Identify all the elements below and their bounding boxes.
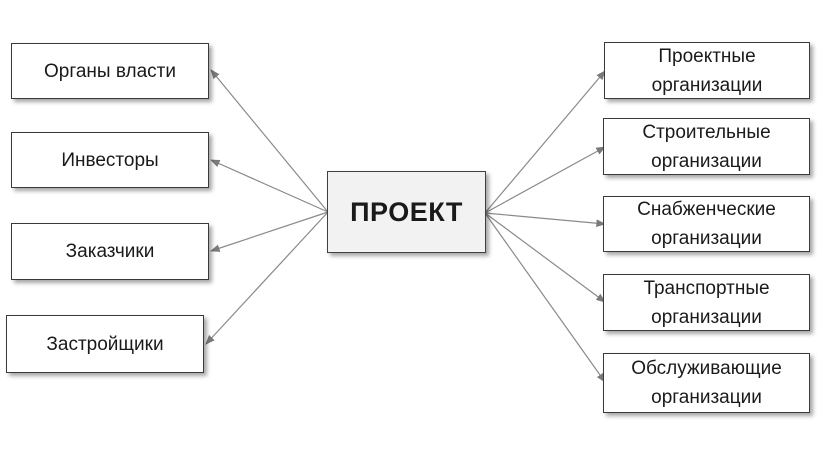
center-node-project: ПРОЕКТ — [327, 171, 486, 253]
node-zakazchiki: Заказчики — [11, 223, 209, 280]
node-organy-vlasti: Органы власти — [11, 43, 209, 99]
arrow-to-snabzhencheskie — [484, 212, 606, 228]
node-label: Инвесторы — [61, 149, 159, 171]
node-transportnye-organizatsii: Транспортные организации — [603, 274, 810, 331]
node-label-line2: организации — [651, 228, 762, 249]
node-label-line2: организации — [651, 150, 762, 172]
arrow-to-zakazchiki — [210, 211, 329, 252]
node-label: Застройщики — [46, 333, 164, 355]
node-label-line1: Транспортные — [643, 277, 770, 299]
arrow-to-stroitelnye — [484, 146, 606, 214]
arrow-to-organy-vlasti — [210, 69, 329, 213]
node-label-line1: Обслуживающие — [631, 358, 782, 379]
node-label-line2: организации — [651, 74, 763, 96]
node-obsluzhivayushchie-organizatsii: Обслуживающие организации — [603, 353, 810, 413]
arrow-to-investory — [210, 159, 329, 213]
node-proektnye-organizatsii: Проектные организации — [604, 42, 810, 99]
node-label-line1: Строительные — [642, 121, 771, 143]
arrow-to-obsluzhivayushchie — [484, 212, 606, 383]
arrow-to-proektnye — [484, 70, 606, 214]
node-stroitelnye-organizatsii: Строительные организации — [603, 118, 810, 175]
node-label-line2: организации — [651, 387, 762, 408]
node-label: Органы власти — [44, 60, 176, 82]
node-label-line1: Снабженческие — [637, 199, 776, 220]
node-investory: Инвесторы — [11, 132, 209, 188]
node-label-line1: Проектные — [658, 45, 756, 67]
arrow-to-transportnye — [484, 212, 606, 303]
node-snabzhencheskie-organizatsii: Снабженческие организации — [603, 196, 810, 252]
arrow-to-zastroyshchiki — [205, 211, 329, 345]
center-node-label: ПРОЕКТ — [350, 196, 463, 227]
node-label-line2: организации — [651, 306, 762, 328]
node-label: Заказчики — [65, 241, 155, 262]
node-zastroyshchiki: Застройщики — [6, 315, 204, 373]
